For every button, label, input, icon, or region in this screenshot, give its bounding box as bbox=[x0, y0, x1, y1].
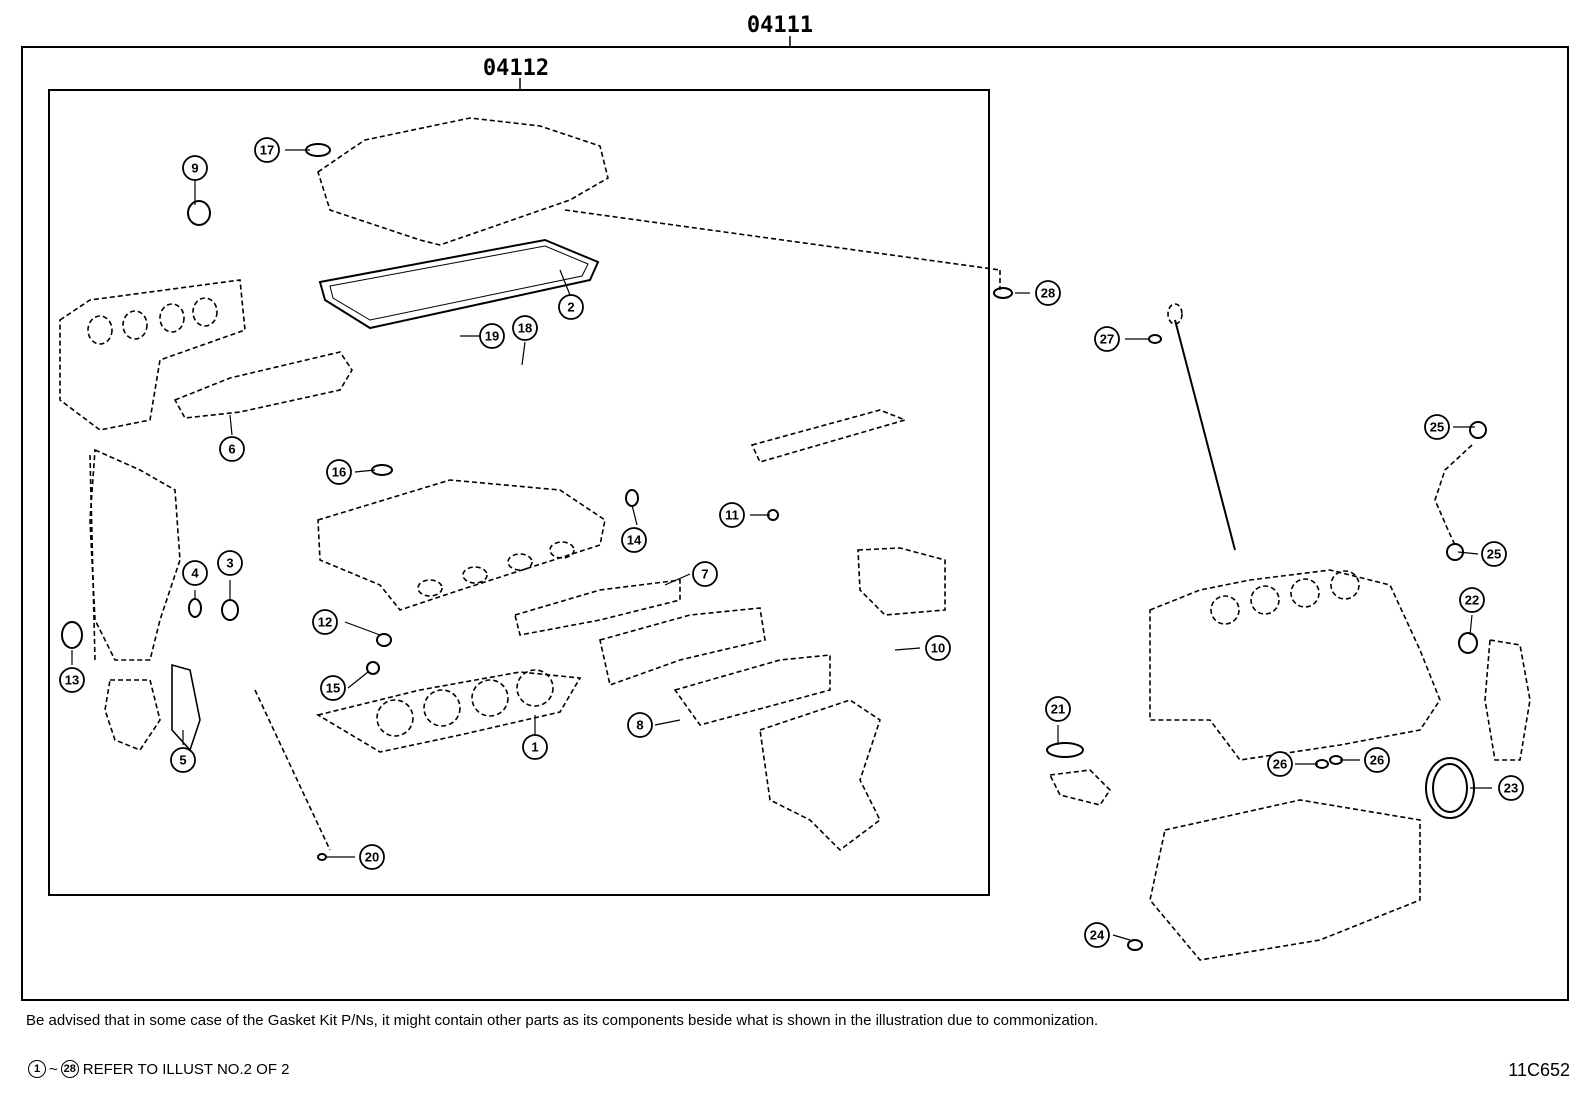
callout-7: 7 bbox=[692, 561, 718, 587]
svg-text:9: 9 bbox=[191, 161, 198, 176]
svg-text:3: 3 bbox=[226, 556, 233, 571]
svg-text:7: 7 bbox=[701, 567, 708, 582]
oil-pipe bbox=[1434, 444, 1473, 546]
svg-text:27: 27 bbox=[1100, 332, 1114, 347]
callout-22: 22 bbox=[1459, 587, 1485, 613]
intake-manifold bbox=[59, 279, 246, 431]
svg-text:16: 16 bbox=[332, 465, 346, 480]
svg-text:19: 19 bbox=[485, 329, 499, 344]
svg-text:20: 20 bbox=[365, 850, 379, 865]
svg-text:10: 10 bbox=[931, 641, 945, 656]
valve-cover-gasket bbox=[318, 238, 600, 330]
callout-26: 26 bbox=[1267, 751, 1293, 777]
svg-text:17: 17 bbox=[260, 143, 274, 158]
reference-text: REFER TO ILLUST NO.2 OF 2 bbox=[82, 1060, 290, 1078]
callout-5: 5 bbox=[170, 747, 196, 773]
rear-oil-seal-retainer bbox=[1484, 639, 1531, 761]
svg-text:26: 26 bbox=[1273, 757, 1287, 772]
reference-end-circle: 28 bbox=[60, 1060, 79, 1078]
svg-text:4: 4 bbox=[191, 566, 199, 581]
svg-text:13: 13 bbox=[65, 673, 79, 688]
callout-25: 25 bbox=[1481, 541, 1507, 567]
callout-6: 6 bbox=[219, 436, 245, 462]
svg-text:2: 2 bbox=[567, 300, 574, 315]
reference-tilde: ~ bbox=[49, 1060, 58, 1078]
callout-15: 15 bbox=[320, 675, 346, 701]
outer-kit-code: 04111 bbox=[747, 13, 813, 38]
callout-9: 9 bbox=[182, 155, 208, 181]
water-outlet-housing bbox=[759, 699, 882, 852]
svg-text:24: 24 bbox=[1090, 928, 1105, 943]
callout-28: 28 bbox=[1035, 280, 1061, 306]
oil-dipstick bbox=[1174, 319, 1236, 551]
callout-23: 23 bbox=[1498, 775, 1524, 801]
callout-14: 14 bbox=[621, 527, 647, 553]
water-pump bbox=[104, 679, 161, 751]
callout-25: 25 bbox=[1424, 414, 1450, 440]
gasket-kit-note: Be advised that in some case of the Gask… bbox=[26, 1012, 1099, 1029]
cylinder-block bbox=[1149, 569, 1441, 761]
callout-21: 21 bbox=[1045, 696, 1071, 722]
water-inlet-housing bbox=[857, 547, 946, 616]
callout-13: 13 bbox=[59, 667, 85, 693]
oil-pan bbox=[1149, 799, 1421, 961]
inner-kit-code: 04112 bbox=[483, 56, 549, 81]
callout-24: 24 bbox=[1084, 922, 1110, 948]
illustration-id: 11C652 bbox=[1508, 1060, 1570, 1080]
callout-8: 8 bbox=[627, 712, 653, 738]
callout-27: 27 bbox=[1094, 326, 1120, 352]
svg-text:23: 23 bbox=[1504, 781, 1518, 796]
callout-12: 12 bbox=[312, 609, 338, 635]
callout-18: 18 bbox=[512, 315, 538, 341]
intake-gasket bbox=[173, 351, 353, 419]
callout-16: 16 bbox=[326, 459, 352, 485]
reference-start-circle: 1 bbox=[28, 1060, 46, 1078]
fuel-delivery-pipe bbox=[750, 409, 908, 463]
callout-2: 2 bbox=[558, 294, 584, 320]
svg-text:28: 28 bbox=[1041, 286, 1055, 301]
svg-text:14: 14 bbox=[627, 533, 642, 548]
svg-text:18: 18 bbox=[518, 321, 532, 336]
svg-text:12: 12 bbox=[318, 615, 332, 630]
callout-11: 11 bbox=[719, 502, 745, 528]
callout-3: 3 bbox=[217, 550, 243, 576]
svg-text:26: 26 bbox=[1370, 753, 1384, 768]
svg-text:22: 22 bbox=[1465, 593, 1479, 608]
svg-text:6: 6 bbox=[228, 442, 235, 457]
svg-text:25: 25 bbox=[1430, 420, 1444, 435]
callout-4: 4 bbox=[182, 560, 208, 586]
timing-chain-cover bbox=[89, 448, 181, 661]
svg-text:21: 21 bbox=[1051, 702, 1065, 717]
callout-10: 10 bbox=[925, 635, 951, 661]
cylinder-head-cover bbox=[317, 117, 609, 246]
inner-kit-frame bbox=[48, 89, 990, 896]
callout-20: 20 bbox=[359, 844, 385, 870]
callout-17: 17 bbox=[254, 137, 280, 163]
callout-19: 19 bbox=[479, 323, 505, 349]
oil-strainer bbox=[1048, 769, 1112, 806]
callout-1: 1 bbox=[522, 734, 548, 760]
cylinder-head-gasket bbox=[315, 671, 582, 753]
svg-text:11: 11 bbox=[725, 508, 739, 523]
callout-26: 26 bbox=[1364, 747, 1390, 773]
reference-line: 1 ~ 28 REFER TO ILLUST NO.2 OF 2 bbox=[28, 1060, 290, 1078]
svg-text:8: 8 bbox=[636, 718, 643, 733]
exhaust-manifold-gasket bbox=[514, 579, 681, 636]
svg-text:1: 1 bbox=[531, 740, 538, 755]
svg-text:15: 15 bbox=[326, 681, 340, 696]
outer-kit-frame bbox=[21, 46, 1569, 1001]
svg-text:25: 25 bbox=[1487, 547, 1501, 562]
cylinder-head bbox=[317, 479, 606, 611]
svg-text:5: 5 bbox=[179, 753, 186, 768]
